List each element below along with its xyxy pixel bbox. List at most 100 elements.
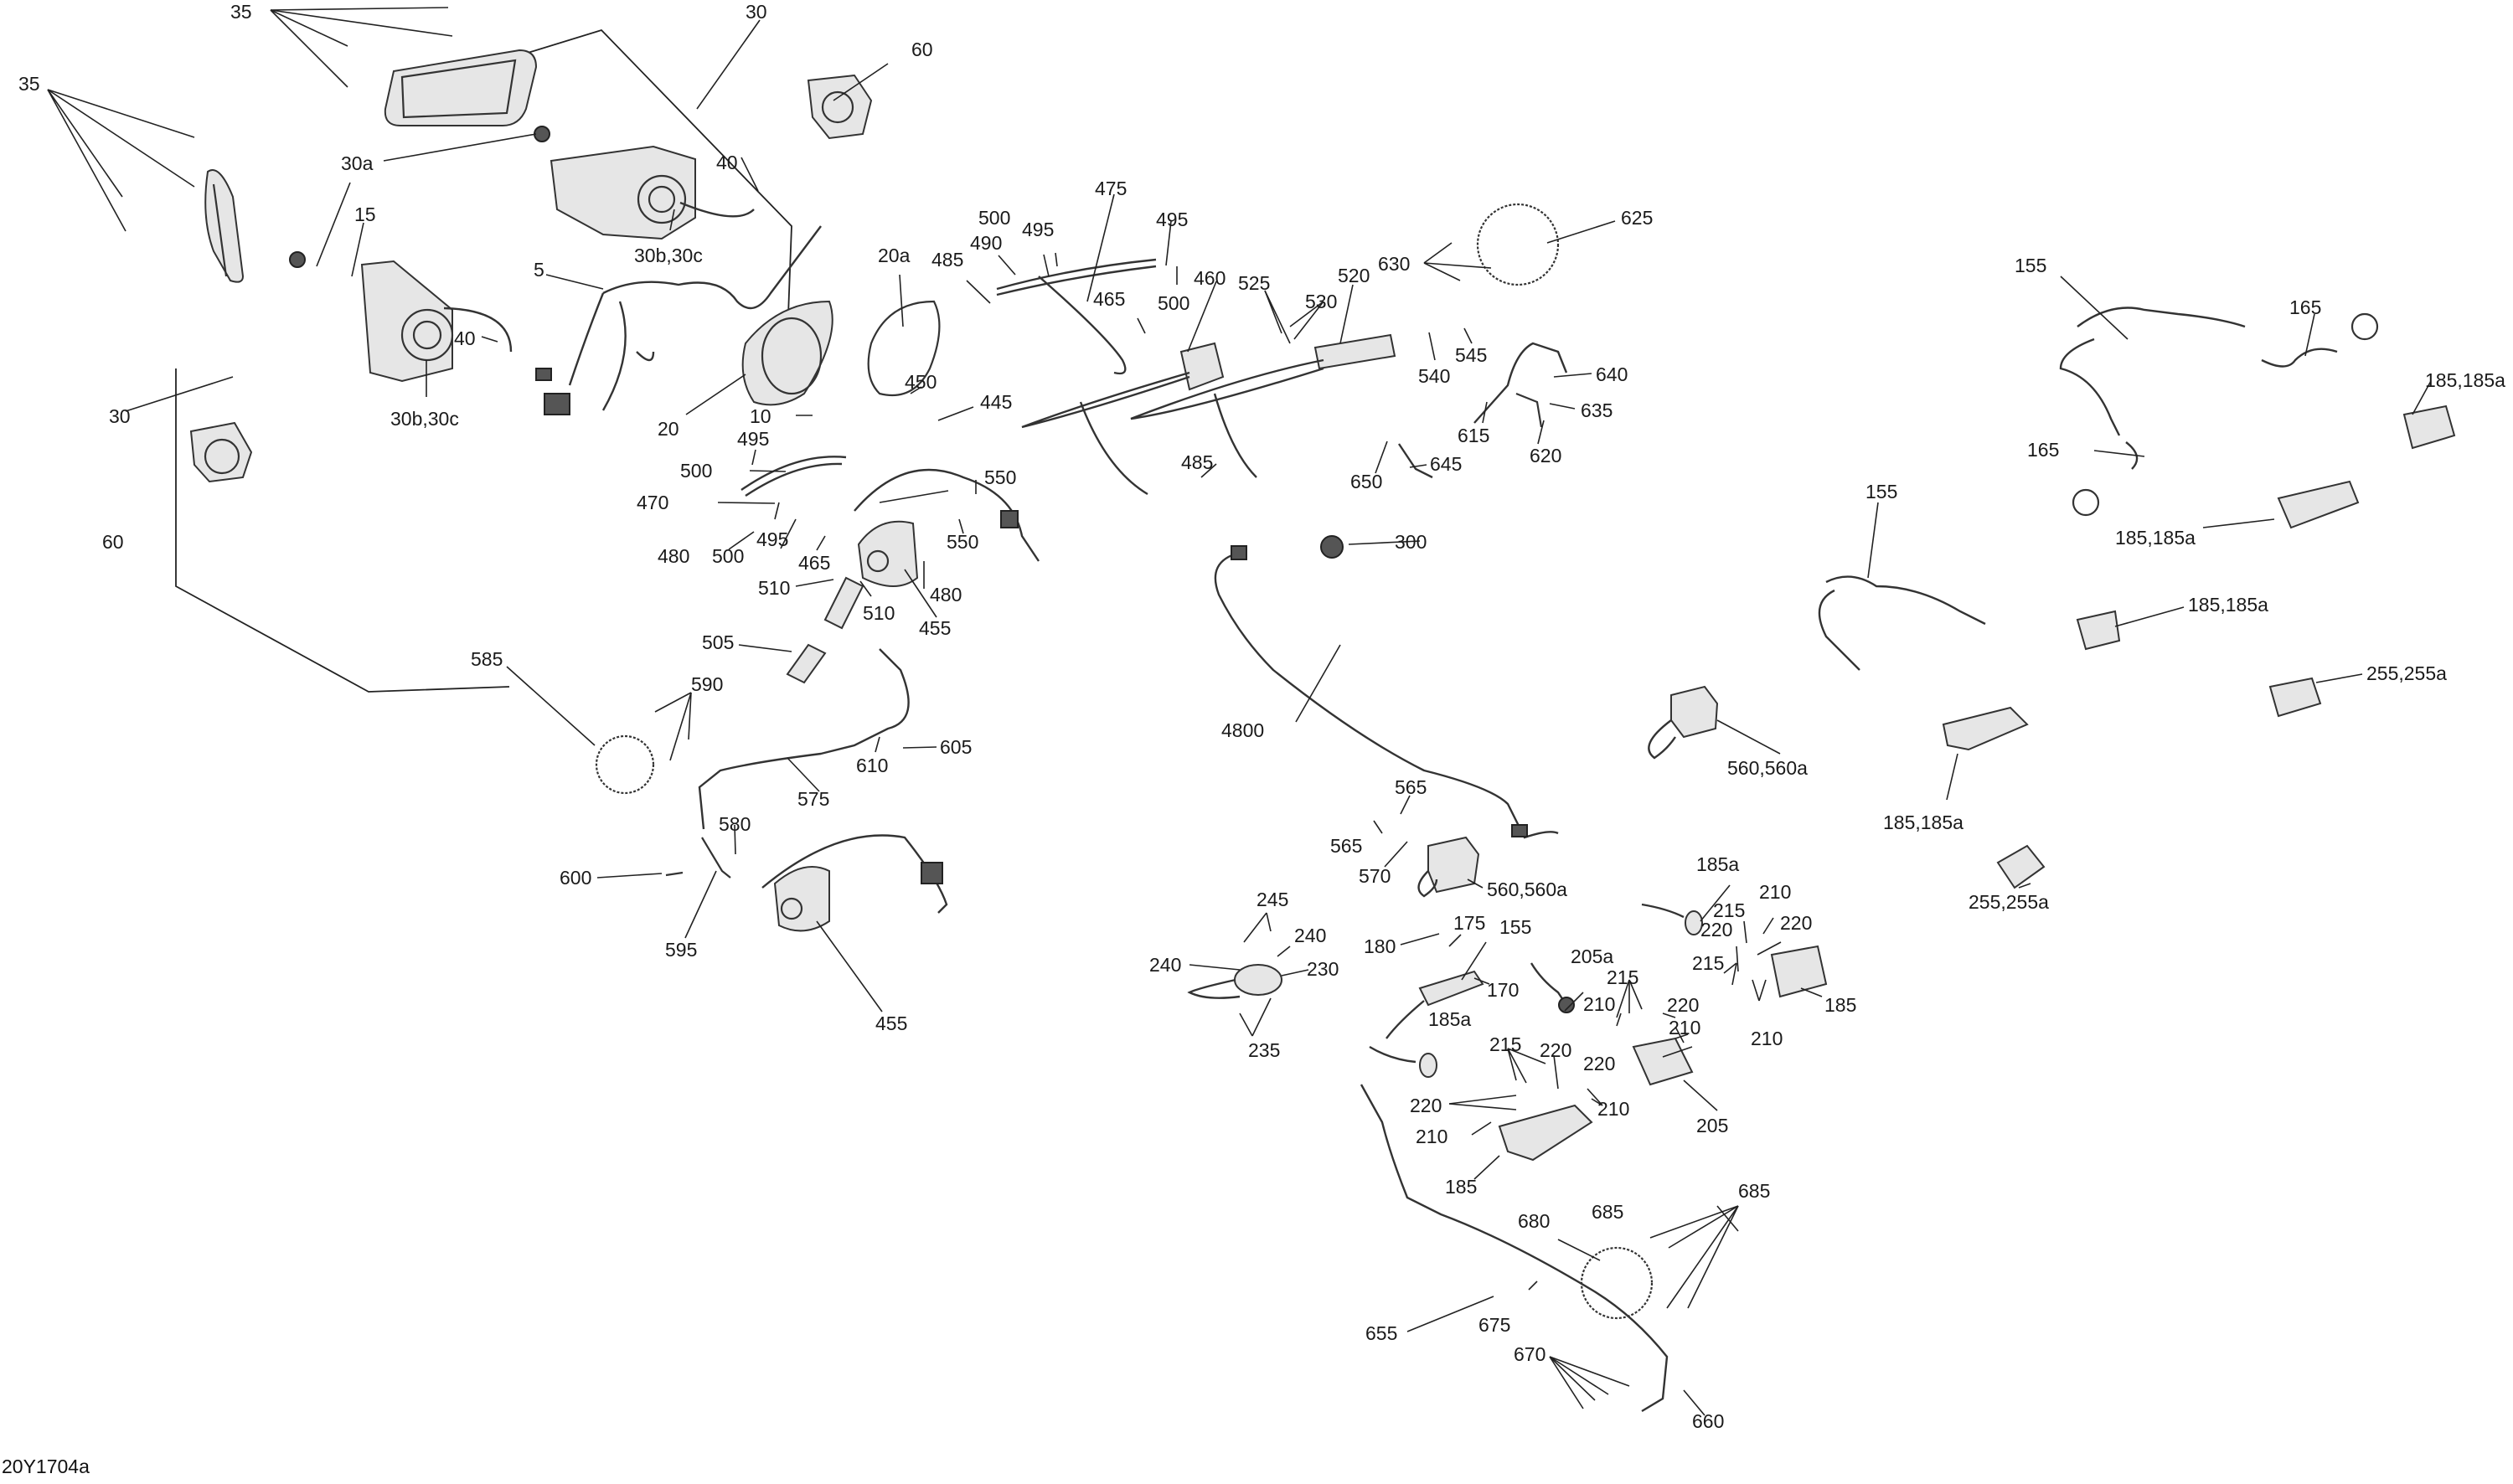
- part-relay-box-560-upper: [1648, 685, 1719, 760]
- part-lens-cap-165-lower: [2072, 488, 2100, 517]
- callout-240: 240: [1149, 954, 1181, 976]
- part-headlight-lens-top: [384, 49, 538, 126]
- callout-220: 220: [1667, 994, 1699, 1016]
- callout-450: 450: [905, 371, 937, 393]
- part-trigger-ring-585: [595, 734, 655, 795]
- callout-550: 550: [947, 531, 978, 553]
- callout-565: 565: [1330, 835, 1362, 857]
- callout-185a: 185a: [1428, 1008, 1471, 1030]
- callout-215: 215: [1489, 1033, 1521, 1055]
- callout-610: 610: [856, 755, 888, 776]
- part-fog-lamp-60-top: [807, 74, 873, 140]
- part-gauge-cluster-20: [741, 300, 833, 406]
- callout-670: 670: [1514, 1343, 1545, 1365]
- callout-460: 460: [1194, 267, 1226, 289]
- part-grip-510: [823, 576, 864, 630]
- callout-505: 505: [702, 631, 734, 653]
- callout-455: 455: [875, 1013, 907, 1034]
- callout-220: 220: [1780, 912, 1812, 934]
- callout-300: 300: [1395, 531, 1427, 553]
- callout-210: 210: [1416, 1126, 1447, 1147]
- part-turn-signal-255-lower: [1996, 844, 2046, 889]
- part-taillight-205: [1632, 1037, 1694, 1086]
- part-throttle-switch-460: [1021, 342, 1225, 496]
- callout-635: 635: [1581, 399, 1613, 421]
- callout-560-560a: 560,560a: [1487, 879, 1567, 900]
- callout-155: 155: [1499, 916, 1531, 938]
- part-light-185-mid: [2277, 480, 2360, 529]
- part-headlight-housing-right: [550, 145, 755, 240]
- callout-205: 205: [1696, 1115, 1728, 1136]
- callout-650: 650: [1350, 471, 1382, 492]
- callout-210: 210: [1583, 993, 1615, 1015]
- callout-475: 475: [1095, 178, 1127, 199]
- callout-540: 540: [1418, 365, 1450, 387]
- part-horn-300: [1320, 535, 1344, 559]
- part-rear-harness-155-upper: [2059, 307, 2246, 436]
- callout-210: 210: [1597, 1098, 1629, 1120]
- part-bulb-30a-top: [534, 126, 550, 142]
- callout-495: 495: [737, 428, 769, 450]
- callout-5: 5: [534, 259, 544, 281]
- part-light-185-upper-right: [2402, 404, 2456, 450]
- callout-575: 575: [797, 788, 829, 810]
- callout-655: 655: [1365, 1322, 1397, 1344]
- part-speaker-230: [1187, 964, 1282, 999]
- part-bracket-595: [665, 837, 731, 879]
- callout-595: 595: [665, 939, 697, 961]
- callout-500: 500: [978, 207, 1010, 229]
- callout-545: 545: [1455, 344, 1487, 366]
- callout-585: 585: [471, 648, 503, 670]
- leader-lines: [47, 7, 2432, 1416]
- callout-480: 480: [658, 545, 689, 567]
- callout-495: 495: [756, 528, 788, 550]
- part-relay-box-560-lower: [1417, 836, 1480, 898]
- callout-615: 615: [1458, 425, 1489, 446]
- part-handlebar-switch-455-upper: [854, 468, 1040, 587]
- callout-170: 170: [1487, 979, 1519, 1001]
- callout-560-560a: 560,560a: [1727, 757, 1808, 779]
- callout-165: 165: [2289, 296, 2321, 318]
- part-headlight-lens-left: [204, 169, 245, 283]
- part-bulb-185a-lower: [1369, 1045, 1437, 1078]
- callout-530: 530: [1305, 291, 1337, 312]
- callout-565: 565: [1395, 776, 1427, 798]
- callout-35: 35: [230, 1, 252, 23]
- callout-215: 215: [1713, 899, 1745, 921]
- callout-465: 465: [1093, 288, 1125, 310]
- part-trigger-ring-625: [1476, 203, 1560, 286]
- callout-35: 35: [18, 73, 40, 95]
- part-brake-lever-470: [740, 456, 847, 497]
- callout-4800: 4800: [1221, 719, 1264, 741]
- callout-30: 30: [746, 1, 767, 23]
- callout-590: 590: [691, 673, 723, 695]
- part-trigger-ring-680: [1580, 1246, 1654, 1320]
- part-handlebar-heater-475: [996, 258, 1157, 375]
- callout-210: 210: [1751, 1028, 1783, 1049]
- callout-155: 155: [2015, 255, 2046, 276]
- callout-495: 495: [1022, 219, 1054, 240]
- callout-495: 495: [1156, 209, 1188, 230]
- callout-220: 220: [1700, 919, 1732, 940]
- callout-185: 185: [1824, 994, 1856, 1016]
- callout-570: 570: [1359, 865, 1391, 887]
- part-taillight-185-right: [1770, 945, 1828, 998]
- diagram-reference-code: 20Y1704a: [2, 1456, 90, 1477]
- callout-230: 230: [1307, 958, 1339, 980]
- callout-625: 625: [1621, 207, 1653, 229]
- callout-455: 455: [919, 617, 951, 639]
- callout-510: 510: [863, 602, 895, 624]
- callout-660: 660: [1692, 1410, 1724, 1432]
- part-handlebar-switch-455-lower: [761, 834, 948, 932]
- callout-labels: 35 30 60 35 30a 40 15 30b,30c 5 40 30b,3…: [18, 1, 2505, 1432]
- callout-220: 220: [1583, 1053, 1615, 1074]
- callout-10: 10: [750, 405, 771, 427]
- part-grip-520: [1130, 333, 1396, 478]
- part-sensor-harness-575: [698, 648, 910, 830]
- callout-185-185a: 185,185a: [2115, 527, 2196, 549]
- callout-500: 500: [680, 460, 712, 482]
- callout-255-255a: 255,255a: [2366, 662, 2447, 684]
- part-harness-655: [1360, 1084, 1669, 1413]
- callout-550: 550: [984, 466, 1016, 488]
- callout-175: 175: [1453, 912, 1485, 934]
